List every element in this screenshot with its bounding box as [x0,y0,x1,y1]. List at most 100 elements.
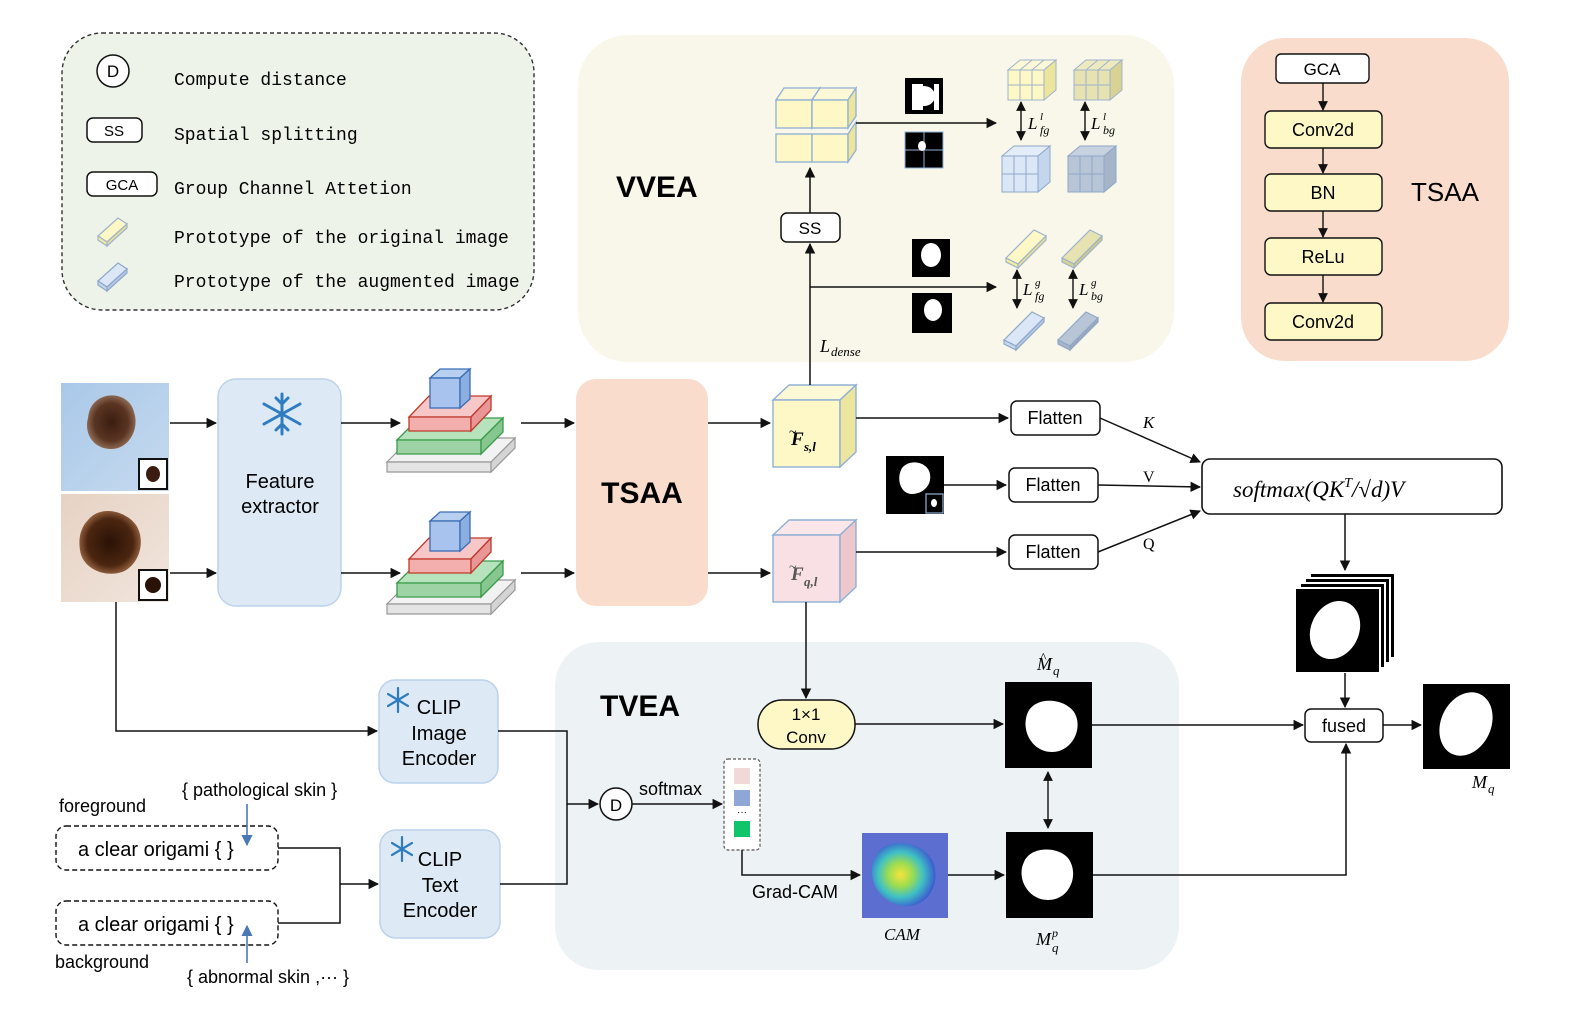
svg-text:fused: fused [1322,716,1366,736]
global-prototype-original-bg [1060,229,1104,270]
flatten-k: Flatten [1010,400,1101,436]
svg-text:L: L [1090,114,1100,133]
support-image [61,383,169,491]
svg-text:L: L [1022,280,1032,299]
d-symbol: D [107,62,119,81]
tsaa-block-relu: ReLu [1264,237,1383,276]
tsaa-block-conv2d-1: Conv2d [1264,110,1383,149]
svg-text:CAM: CAM [884,925,921,944]
tsaa-block-bn: BN [1264,173,1383,212]
legend-label: Spatial splitting [174,126,358,146]
support-feature-cube: F ~ s,l [771,383,858,469]
svg-text:Conv: Conv [786,728,826,747]
ss-label: SS [799,219,822,238]
svg-text:g: g [1035,277,1041,289]
svg-text:Flatten: Flatten [1027,408,1082,428]
foreground-label: foreground [59,796,146,816]
legend-label: Prototype of the original image [174,229,509,249]
svg-text:Feature: Feature [246,471,315,493]
support-mask-v [886,456,944,514]
softmax-label: softmax [639,779,702,799]
svg-text:F: F [790,429,804,450]
prompt-area: foreground { pathological skin } a clear… [55,780,349,987]
svg-text:Encoder: Encoder [402,748,477,770]
gca-symbol: GCA [106,177,139,194]
svg-text:L: L [1078,280,1088,299]
svg-text:CLIP: CLIP [418,849,462,871]
foreground-class: { pathological skin } [182,780,337,800]
svg-text:···: ··· [737,807,747,818]
snowflake-icon [386,686,410,714]
legend-label: Compute distance [174,71,347,91]
svg-text:Text: Text [422,875,459,897]
legend-box: D Compute distance SS Spatial splitting … [61,32,535,311]
svg-text:fg: fg [1040,123,1049,137]
local-bg-mask [904,131,944,169]
cam-heatmap: CAM [862,833,948,944]
flatten-v: Flatten [1008,467,1099,503]
fused-block: fused [1304,708,1384,743]
conv1x1-block: 1×1 Conv [757,699,856,750]
loss-global-bg: L g bg [1068,269,1103,309]
clip-image-encoder: CLIP Image Encoder [378,679,499,784]
loss-dense: L dense [819,336,861,359]
local-prototypes-original-bg [1072,58,1124,102]
svg-text:M: M [1471,772,1488,792]
loss-local-fg: L l fg [1016,101,1049,141]
vvea-title: VVEA [616,171,698,204]
legend-item-group-channel-attention: GCA Group Channel Attetion [86,171,412,200]
global-prototype-augmented-fg [1002,311,1046,352]
mask-mq-hat: M ^ q [1005,651,1092,768]
legend-item-spatial-splitting: SS Spatial splitting [86,117,358,146]
svg-text:TSAA: TSAA [601,477,683,510]
flatten-q: Flatten [1008,534,1099,570]
svg-text:L: L [1027,114,1037,133]
svg-text:fg: fg [1035,289,1044,303]
gradcam-label: Grad-CAM [752,882,838,902]
global-prototype-augmented-bg [1056,311,1100,352]
svg-text:Image: Image [411,723,467,745]
global-prototype-original-fg [1004,229,1048,270]
attention-block: softmax(QKT/√d)V [1201,458,1503,515]
tsaa-panel-title: TSAA [1411,177,1480,207]
global-bg-mask [912,293,952,333]
mask-mq-p: M p q [1006,832,1093,955]
tsaa-block-gca: GCA [1275,53,1370,84]
svg-text:M: M [1035,929,1052,949]
connectors [115,242,1423,924]
v-label: V [1143,469,1155,486]
tsaa-center-block: TSAA [576,379,708,606]
tsaa-panel: TSAA GCA Conv2d BN ReLu Conv2d [1241,38,1509,361]
similarity-vector: ··· [723,758,761,851]
global-fg-mask [912,239,950,277]
svg-text:softmax(QKT/√d)V: softmax(QKT/√d)V [1233,476,1407,502]
svg-text:BN: BN [1310,183,1335,203]
ss-symbol: SS [104,123,124,140]
svg-text:1×1: 1×1 [792,705,821,724]
attention-output-masks [1294,572,1396,674]
svg-text:D: D [610,796,622,815]
snowflake-icon [390,835,414,863]
svg-text:dense: dense [831,344,861,359]
svg-text:bg: bg [1103,123,1115,137]
legend-label: Group Channel Attetion [174,180,412,200]
svg-text:s,l: s,l [803,439,816,454]
k-label: K [1142,413,1156,432]
template-bg: a clear origami { } [78,914,234,936]
local-fg-mask [905,78,943,114]
local-prototypes-original-fg [1006,58,1058,102]
feature-pyramid-query [385,510,517,616]
ss-block: SS [780,212,841,243]
svg-text:Flatten: Flatten [1025,542,1080,562]
svg-text:l: l [1040,111,1043,123]
prototype-original-icon [97,217,128,248]
svg-text:ReLu: ReLu [1301,247,1344,267]
svg-text:Encoder: Encoder [403,900,478,922]
svg-text:Conv2d: Conv2d [1292,120,1354,140]
distance-d: D [599,787,633,821]
svg-text:q: q [1053,663,1060,678]
spatial-split-cubes [774,85,858,165]
svg-text:extractor: extractor [241,496,319,518]
loss-local-bg: L l bg [1080,101,1115,141]
